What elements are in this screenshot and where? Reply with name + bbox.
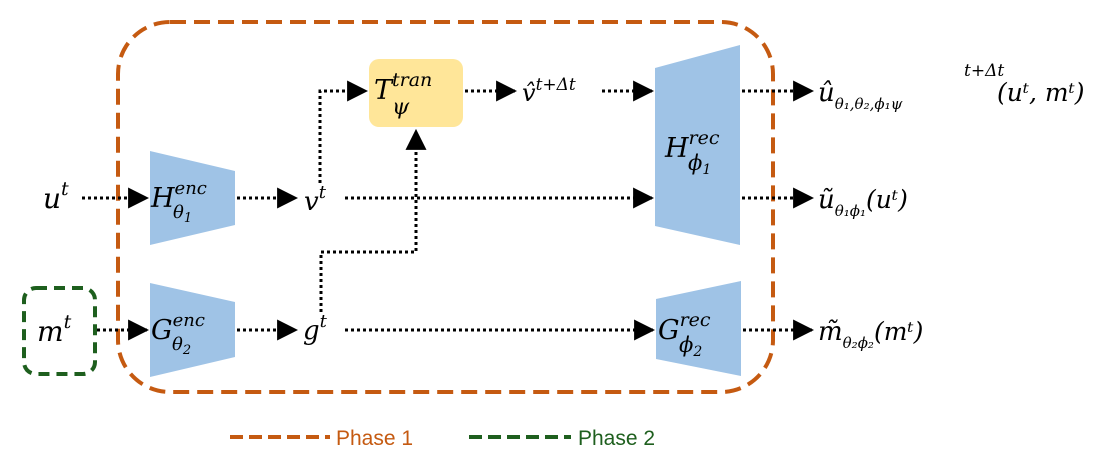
output-mtilde-label: m̃θ₂ϕ₂(mᵗ) (818, 317, 923, 352)
h-rec-block (655, 45, 740, 245)
legend-phase1-label: Phase 1 (336, 427, 413, 450)
input-u-label: ut (43, 178, 69, 215)
latent-v-label: vt (304, 182, 327, 217)
legend: Phase 1 Phase 2 (230, 427, 655, 450)
input-m-label: mt (37, 311, 72, 348)
h-enc-block (150, 151, 235, 245)
latent-vhat-label: v̂t+Δt (522, 75, 576, 107)
latent-g-label: gt (303, 311, 328, 346)
arrow-v-to-ttran (318, 80, 369, 183)
g-rec-block (656, 281, 741, 376)
legend-phase2-label: Phase 2 (578, 427, 655, 450)
output-utilde-label: ũθ₁ϕ₁(uᵗ) (818, 185, 908, 220)
arrow-g-to-ttran (319, 128, 427, 312)
t-tran-block (369, 59, 463, 127)
connections (82, 80, 815, 341)
phase1-box (116, 20, 775, 394)
g-enc-block (150, 283, 235, 377)
phase2-box (22, 286, 97, 376)
output-uhat-label: ûθ₁,θ₂,ϕ₁ψt+Δt(uᵗ, mᵗ) (818, 61, 1085, 113)
